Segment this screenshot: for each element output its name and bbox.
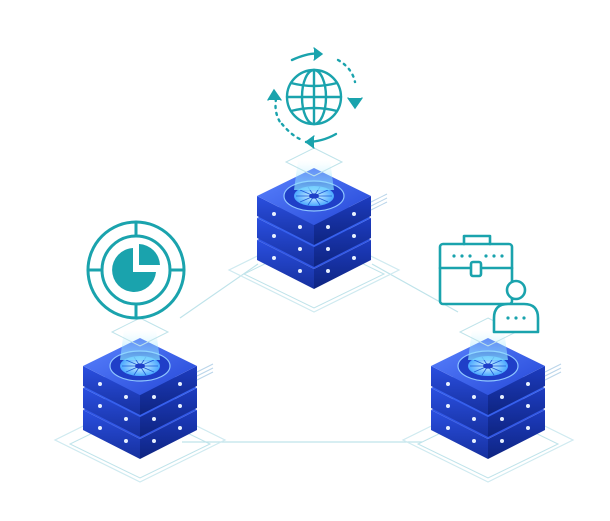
server-left: [54, 317, 226, 483]
globe-sync-icon: [267, 47, 363, 149]
briefcase-user-icon: [438, 234, 540, 334]
server-top: [228, 147, 400, 313]
connector-lines: [179, 263, 459, 443]
server-right: [402, 317, 574, 483]
pie-chart-target-icon: [86, 220, 186, 320]
edge-top-left: [179, 263, 259, 319]
